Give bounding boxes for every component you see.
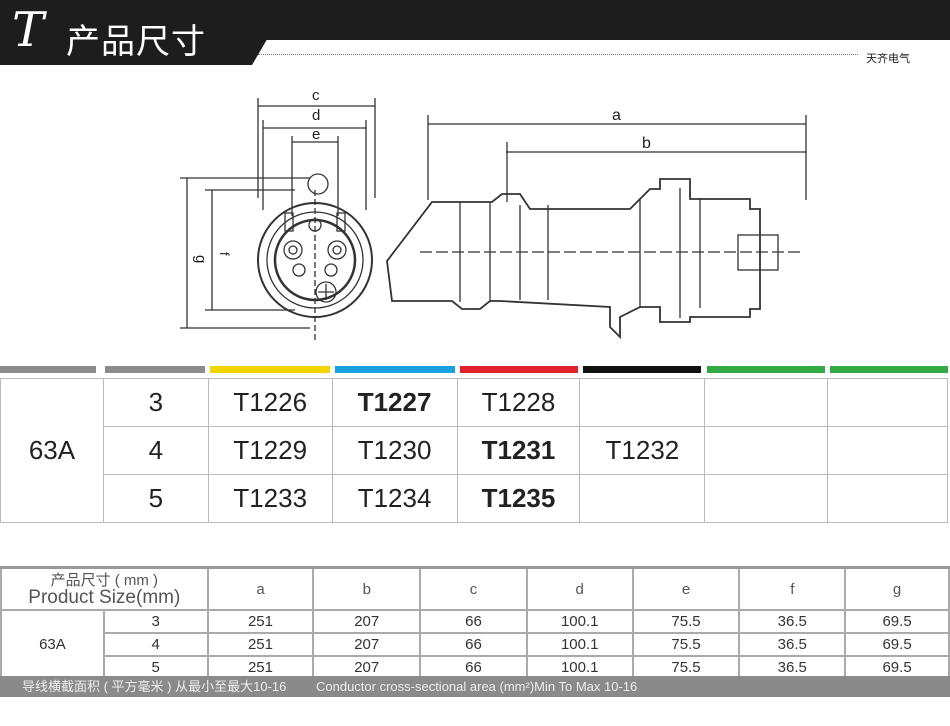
value-cell: 207	[312, 609, 422, 634]
value-cell: 251	[206, 655, 315, 680]
size-header-cell: 产品尺寸 ( mm ) Product Size(mm)	[0, 566, 209, 611]
divider	[258, 54, 858, 55]
model-cell: T1232	[579, 426, 706, 475]
model-cell: T1235	[456, 474, 581, 523]
value-cell: 100.1	[525, 609, 634, 634]
model-table: 63A 3 T1226 T1227 T1228 4 T1229 T1230 T1…	[0, 378, 948, 523]
value-cell: 69.5	[844, 632, 950, 657]
model-cell	[704, 474, 829, 523]
value-cell: 100.1	[525, 632, 634, 657]
logo-letter: T	[12, 2, 45, 58]
header-cn: 产品尺寸 ( mm )	[50, 572, 159, 589]
color-stripe-red	[460, 366, 578, 373]
color-stripe-yellow	[210, 366, 330, 373]
poles-cell: 4	[102, 426, 209, 475]
column-header: a	[206, 566, 315, 611]
value-cell: 207	[312, 655, 422, 680]
column-header: d	[525, 566, 634, 611]
model-cell	[704, 426, 829, 475]
value-cell: 66	[419, 655, 528, 680]
value-cell: 69.5	[844, 609, 950, 634]
model-cell	[827, 474, 948, 523]
label-e: e	[312, 126, 320, 143]
model-cell: T1226	[207, 378, 333, 427]
poles-cell: 4	[102, 632, 209, 657]
label-a: a	[612, 107, 621, 124]
brand-name: 天齐电气	[866, 53, 910, 65]
poles-cell: 5	[102, 474, 209, 523]
side-view	[386, 115, 807, 340]
title-block	[0, 0, 290, 65]
value-cell: 66	[419, 609, 528, 634]
technical-drawing: c d e g f a b	[180, 87, 807, 340]
footer-en: Conductor cross-sectional area (mm²)Min …	[315, 679, 638, 694]
label-d: d	[312, 107, 320, 124]
value-cell: 36.5	[738, 609, 847, 634]
poles-cell: 3	[102, 378, 209, 427]
model-cell: T1234	[331, 474, 458, 523]
table-header-row: 产品尺寸 ( mm ) Product Size(mm) a b c d e f…	[0, 566, 950, 611]
value-cell: 251	[206, 609, 315, 634]
column-header: e	[631, 566, 741, 611]
model-cell: T1230	[331, 426, 458, 475]
value-cell: 75.5	[631, 632, 741, 657]
label-g: g	[192, 255, 209, 263]
color-stripe	[0, 366, 96, 373]
column-header: b	[312, 566, 422, 611]
model-cell: T1228	[456, 378, 581, 427]
footer-cn: 导线横截面积 ( 平方毫米 ) 从最小至最大10-16	[22, 679, 287, 694]
column-header: f	[738, 566, 847, 611]
label-c: c	[312, 87, 320, 104]
table-row: 5 T1233 T1234 T1235	[1, 474, 948, 523]
model-cell	[704, 378, 829, 427]
model-cell: T1229	[207, 426, 333, 475]
value-cell: 251	[206, 632, 315, 657]
value-cell: 75.5	[631, 609, 741, 634]
value-cell: 207	[312, 632, 422, 657]
model-cell	[827, 426, 948, 475]
model-cell	[579, 474, 706, 523]
rating-cell: 63A	[0, 609, 105, 680]
column-header: g	[844, 566, 950, 611]
label-b: b	[642, 135, 651, 152]
model-cell	[827, 378, 948, 427]
front-view	[180, 98, 376, 340]
model-cell: T1233	[207, 474, 333, 523]
model-cell	[579, 378, 706, 427]
size-table: 产品尺寸 ( mm ) Product Size(mm) a b c d e f…	[0, 566, 950, 680]
color-stripe	[105, 366, 205, 373]
rating-cell: 63A	[0, 378, 104, 523]
color-stripe-blue	[335, 366, 455, 373]
header-en: Product Size(mm)	[28, 587, 181, 608]
value-cell: 66	[419, 632, 528, 657]
color-stripe-green	[830, 366, 948, 373]
value-cell: 36.5	[738, 632, 847, 657]
footer-note: 导线横截面积 ( 平方毫米 ) 从最小至最大10-16 Conductor cr…	[0, 676, 950, 697]
color-stripe-green	[707, 366, 825, 373]
value-cell: 100.1	[525, 655, 634, 680]
poles-cell: 5	[102, 655, 209, 680]
poles-cell: 3	[102, 609, 209, 634]
model-cell: T1227	[331, 378, 458, 427]
model-cell: T1231	[456, 426, 581, 475]
table-row: 4 T1229 T1230 T1231 T1232	[1, 426, 948, 475]
column-header: c	[419, 566, 528, 611]
table-row: 63A 3 T1226 T1227 T1228	[0, 378, 948, 523]
label-f: f	[217, 252, 232, 256]
color-stripe-black	[583, 366, 701, 373]
page-title: 产品尺寸	[66, 23, 206, 61]
